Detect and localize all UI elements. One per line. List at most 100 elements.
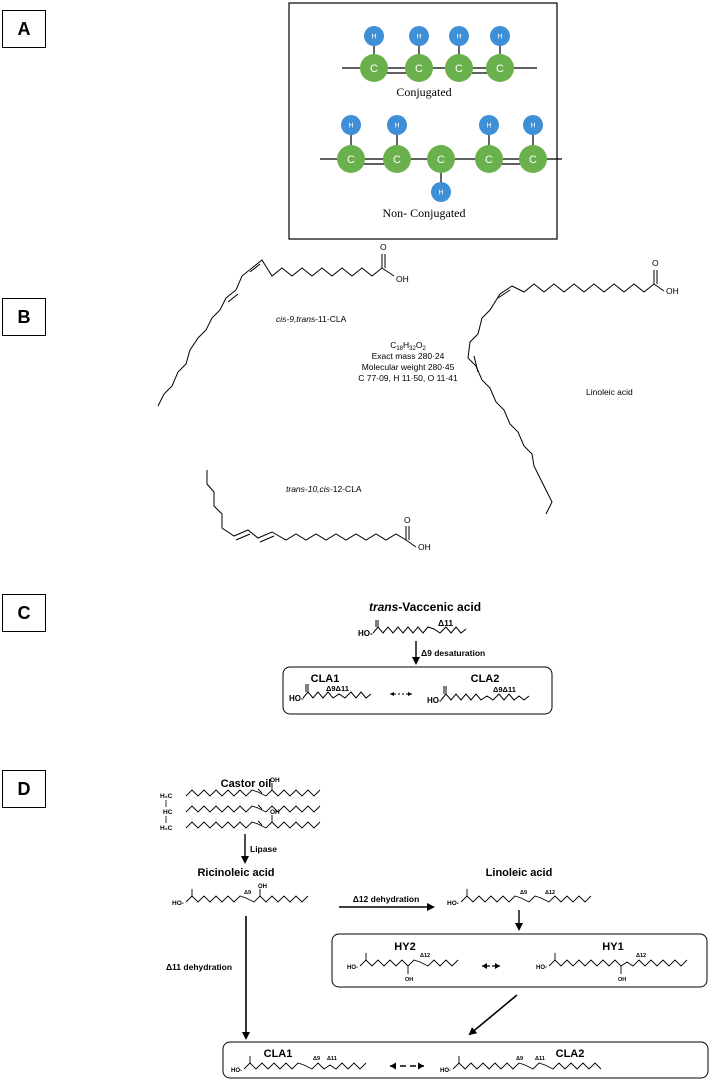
cis9-acid-oh: OH xyxy=(396,274,409,284)
svg-text:HC: HC xyxy=(163,809,173,816)
structure-trans10-cis12-cla xyxy=(206,470,417,548)
c-cla1-delta: Δ9Δ11 xyxy=(326,684,349,693)
nonconj-carbon-atom-5-label: C xyxy=(529,154,537,166)
d-cla2-ho: HO- xyxy=(440,1068,451,1074)
d11-dehydration-label: Δ11 dehydration xyxy=(166,962,232,972)
d-cla-box xyxy=(222,1041,709,1079)
castor-oil-title: Castor oil xyxy=(221,778,272,790)
conj-carbon-atom-4-label: C xyxy=(496,63,504,75)
d-cla1-d9: Δ9 xyxy=(313,1056,320,1062)
panel-label-b: B xyxy=(2,298,46,336)
nonconj-carbon-atom-4-label: C xyxy=(485,154,493,166)
hy2-d12: Δ12 xyxy=(420,953,430,959)
hy2-ho: HO- xyxy=(347,965,358,971)
cla-isomers-box xyxy=(282,666,553,715)
c-cla2-label: CLA2 xyxy=(471,673,500,685)
exact-mass: Exact mass 280·24 xyxy=(372,351,445,361)
conj-carbon-atom-1-label: C xyxy=(370,63,378,75)
nonconj-carbon-atom-1-label: C xyxy=(347,154,355,166)
svg-text:H₂C: H₂C xyxy=(160,793,173,800)
linoleic-d12: Δ12 xyxy=(545,890,555,896)
panel-b xyxy=(157,254,665,548)
svg-text:H₂C: H₂C xyxy=(160,825,173,832)
nonconj-hydrogen-atom-5-label: H xyxy=(530,122,535,129)
nonconj-hydrogen-atom-1 xyxy=(341,115,361,135)
nonconj-carbon-atom-4 xyxy=(475,145,503,173)
panel-label-d: D xyxy=(2,770,46,808)
conj-carbon-atom-2-label: C xyxy=(415,63,423,75)
conj-carbon-atom-3 xyxy=(445,54,473,82)
molecular-formula: C18H32O2 xyxy=(390,340,426,352)
nonconjugated-chain: H C H C H C H C H C xyxy=(320,115,562,202)
elemental-composition: C 77·09, H 11·50, O 11·41 xyxy=(358,373,458,383)
c-cla1-label: CLA1 xyxy=(311,673,340,685)
panel-label-c: C xyxy=(2,594,46,632)
nonconj-carbon-atom-2-label: C xyxy=(393,154,401,166)
d-cla2-d11: Δ11 xyxy=(535,1056,545,1062)
ricinoleic-acid-title: Ricinoleic acid xyxy=(197,867,274,879)
conj-carbon-atom-2 xyxy=(405,54,433,82)
d-linoleic-acid-title: Linoleic acid xyxy=(486,867,553,879)
svg-text:OH: OH xyxy=(270,809,280,816)
nonconj-hydrogen-atom-3 xyxy=(431,182,451,202)
d12-dehydration-label: Δ12 dehydration xyxy=(353,894,420,904)
nonconj-hydrogen-atom-1-label: H xyxy=(348,122,353,129)
hy1-label: HY1 xyxy=(602,941,623,953)
hy1-ho: HO- xyxy=(536,965,547,971)
conj-hydrogen-atom-3 xyxy=(449,26,469,46)
ricinoleic-oh: OH xyxy=(258,884,267,890)
c-cla2-ho: HO- xyxy=(427,696,442,705)
trans10-cis12-cla-name: trans-10,cis-12-CLA xyxy=(286,484,362,494)
nonconj-hydrogen-atom-3-label: H xyxy=(438,189,443,196)
nonconj-hydrogen-atom-4 xyxy=(479,115,499,135)
nonconj-hydrogen-atom-5 xyxy=(523,115,543,135)
conj-hydrogen-atom-4-label: H xyxy=(497,33,502,40)
d-cla1-d11: Δ11 xyxy=(327,1056,337,1062)
ricinoleic-ho: HO- xyxy=(172,900,184,907)
ricinoleic-d9: Δ9 xyxy=(244,890,251,896)
svg-text:OH: OH xyxy=(270,777,280,784)
nonconj-hydrogen-atom-4-label: H xyxy=(486,122,491,129)
tva-delta11: Δ11 xyxy=(438,618,453,628)
hy2-label: HY2 xyxy=(394,941,415,953)
cis9-acid-o: O xyxy=(380,242,387,252)
conj-carbon-atom-1 xyxy=(360,54,388,82)
trans-vaccenic-acid-title: trans-Vaccenic acid xyxy=(369,600,481,614)
d-cla2-d9: Δ9 xyxy=(516,1056,523,1062)
trans10-acid-o: O xyxy=(404,515,411,525)
nonconj-carbon-atom-5 xyxy=(519,145,547,173)
hy-to-cla-arrow xyxy=(468,994,518,1036)
linoleic-acid-name: Linoleic acid xyxy=(586,387,633,397)
trans10-name-italic: trans-10,cis xyxy=(286,484,331,494)
linoleic-d9: Δ9 xyxy=(520,890,527,896)
cis9-name-italic: cis-9,trans xyxy=(276,314,316,324)
nonconj-carbon-atom-3 xyxy=(427,145,455,173)
d-cla1-ho: HO- xyxy=(231,1068,242,1074)
cis9-trans11-cla-name: cis-9,trans-11-CLA xyxy=(276,314,347,324)
panel-c: trans-Vaccenic acid HO- Δ11 Δ9 desaturat… xyxy=(282,600,553,715)
linoleic-acid-o: O xyxy=(652,258,659,268)
trans10-acid-oh: OH xyxy=(418,542,431,552)
d9-desaturation-label: Δ9 desaturation xyxy=(421,648,485,658)
d-cla1-label: CLA1 xyxy=(264,1048,293,1060)
nonconj-carbon-atom-2 xyxy=(383,145,411,173)
hy-box xyxy=(331,933,708,988)
linoleic-acid-oh: OH xyxy=(666,286,679,296)
molecular-weight: Molecular weight 280·45 xyxy=(362,362,455,372)
conj-hydrogen-atom-1 xyxy=(364,26,384,46)
d-cla2-label: CLA2 xyxy=(556,1048,585,1060)
hy2-oh: OH xyxy=(405,977,413,983)
structure-cis9-trans11-cla xyxy=(157,254,395,407)
conj-hydrogen-atom-2-label: H xyxy=(416,33,421,40)
nonconj-carbon-atom-3-label: C xyxy=(437,154,445,166)
linoleic-ho: HO- xyxy=(447,900,459,907)
conjugated-caption: Conjugated xyxy=(396,85,451,99)
conj-hydrogen-atom-4 xyxy=(490,26,510,46)
castor-oil-structure: H₂C HC H₂C OH OH xyxy=(160,777,321,832)
c-cla1-ho: HO- xyxy=(289,694,304,703)
nonconj-hydrogen-atom-2-label: H xyxy=(394,122,399,129)
hy1-oh: OH xyxy=(618,977,626,983)
